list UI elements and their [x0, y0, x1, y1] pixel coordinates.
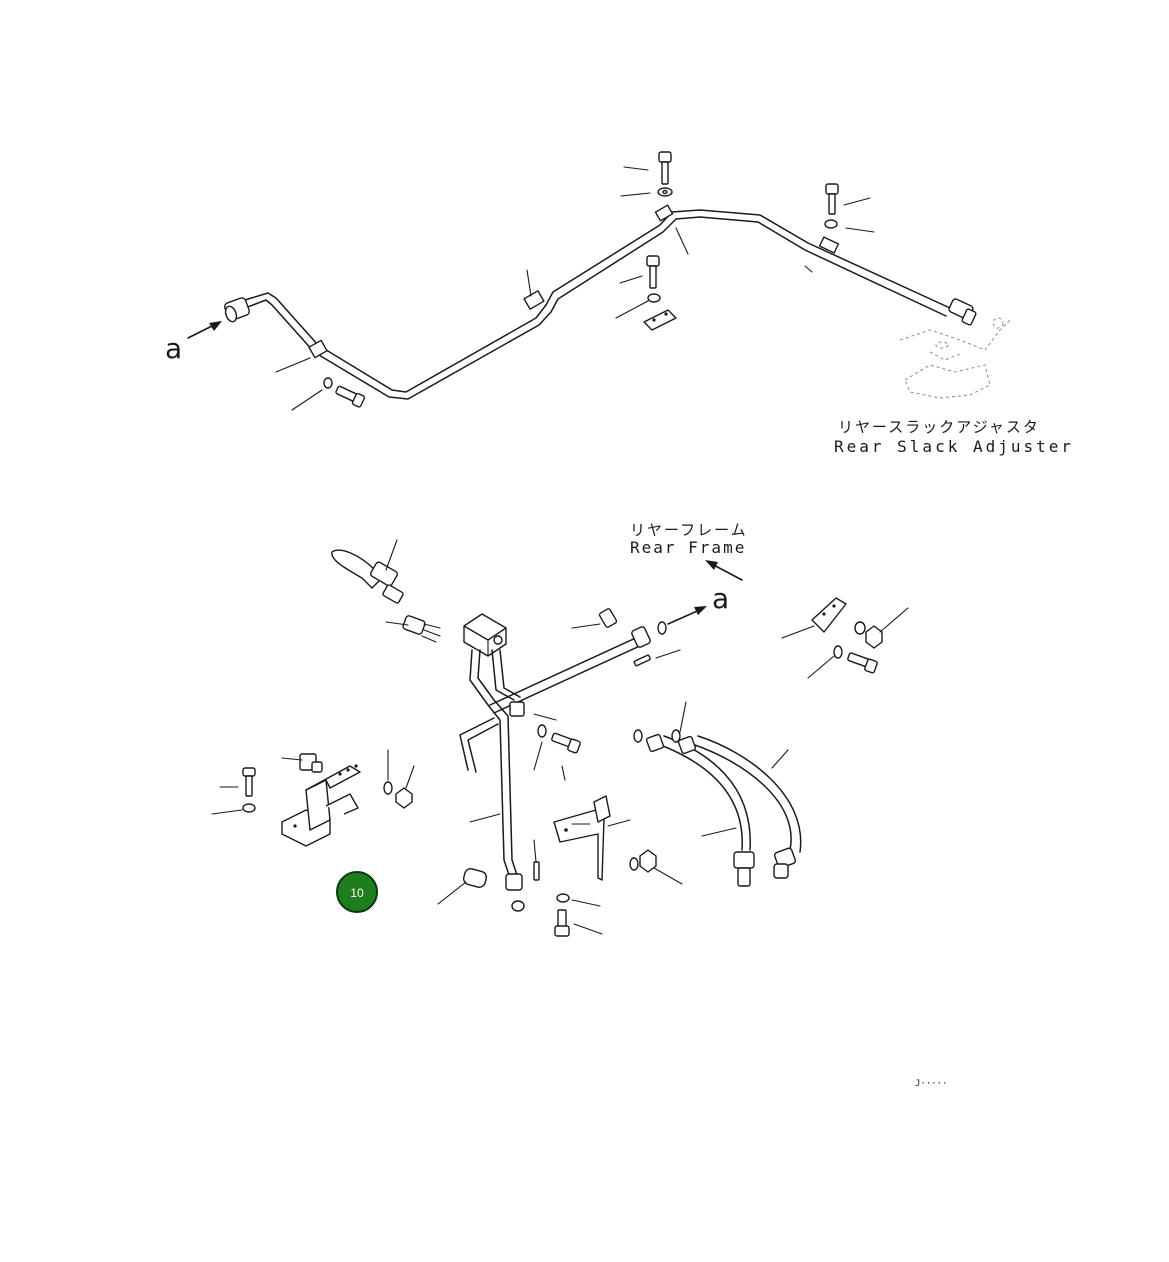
upper-bolt-left — [291, 377, 366, 411]
lower-arrow-a: a — [667, 582, 729, 625]
callout-badge-number: 10 — [350, 886, 364, 900]
lower-brake-tube-assembly: リヤーフレーム Rear Frame a — [211, 521, 948, 1089]
lower-arrow-a-label: a — [712, 582, 729, 615]
brake-hose-left — [633, 729, 755, 887]
rear-frame-arrow — [705, 560, 743, 581]
lower-tube-bottom-fitting — [505, 873, 525, 912]
upper-clamp-left — [275, 339, 328, 373]
rear-slack-adjuster-outline — [899, 317, 1011, 399]
junction-block — [463, 613, 507, 657]
lower-tube-end-fitting — [631, 621, 667, 648]
pressure-switch — [331, 539, 404, 604]
rear-frame-label-en: Rear Frame — [630, 538, 746, 557]
lower-bent-tube — [459, 717, 499, 773]
bracket-bolt — [211, 767, 256, 815]
right-washer-nut — [854, 607, 909, 649]
lower-cap — [437, 868, 488, 905]
bracket-clip — [281, 753, 323, 773]
center-nut-washer — [629, 849, 683, 885]
upper-clamp-right — [804, 236, 840, 273]
upper-left-fitting — [224, 297, 250, 323]
slack-adjuster-label-en: Rear Slack Adjuster — [834, 437, 1074, 456]
switch-connector — [385, 615, 441, 643]
upper-right-fitting — [948, 298, 977, 326]
upper-bolt-right — [824, 183, 875, 233]
lower-vertical-tube-right — [491, 649, 521, 701]
upper-bolt-top — [620, 151, 673, 197]
lower-tube-union — [571, 608, 618, 629]
upper-arrow-a-label: a — [165, 332, 182, 365]
slack-adjuster-label-jp: リヤースラックアジャスタ — [838, 418, 1040, 436]
center-small-pin — [533, 839, 540, 881]
lower-vertical-tube-left — [469, 649, 511, 879]
upper-clamp-top — [654, 204, 689, 255]
upper-bolt-center — [615, 255, 677, 331]
center-bottom-bolt — [554, 893, 603, 937]
right-bolt — [807, 645, 878, 679]
upper-clamp-middle — [523, 269, 545, 310]
mounting-bracket-left — [281, 764, 361, 847]
upper-arrow-a: a — [165, 321, 222, 365]
lower-small-pin — [633, 649, 681, 667]
drawing-code: J····· — [915, 1079, 948, 1089]
rear-frame-label-jp: リヤーフレーム — [630, 521, 748, 539]
brake-hose-right — [671, 701, 802, 879]
mounting-bracket-center — [553, 795, 631, 881]
callout-badge[interactable]: 10 — [336, 871, 378, 913]
lower-tube-clamp — [509, 701, 557, 721]
mounting-bracket-right — [781, 597, 847, 639]
bracket-washer-nut — [383, 749, 415, 809]
upper-brake-tube — [244, 209, 951, 393]
lower-clamp-bolt — [533, 724, 581, 781]
upper-brake-tube-assembly: a — [165, 151, 1074, 456]
